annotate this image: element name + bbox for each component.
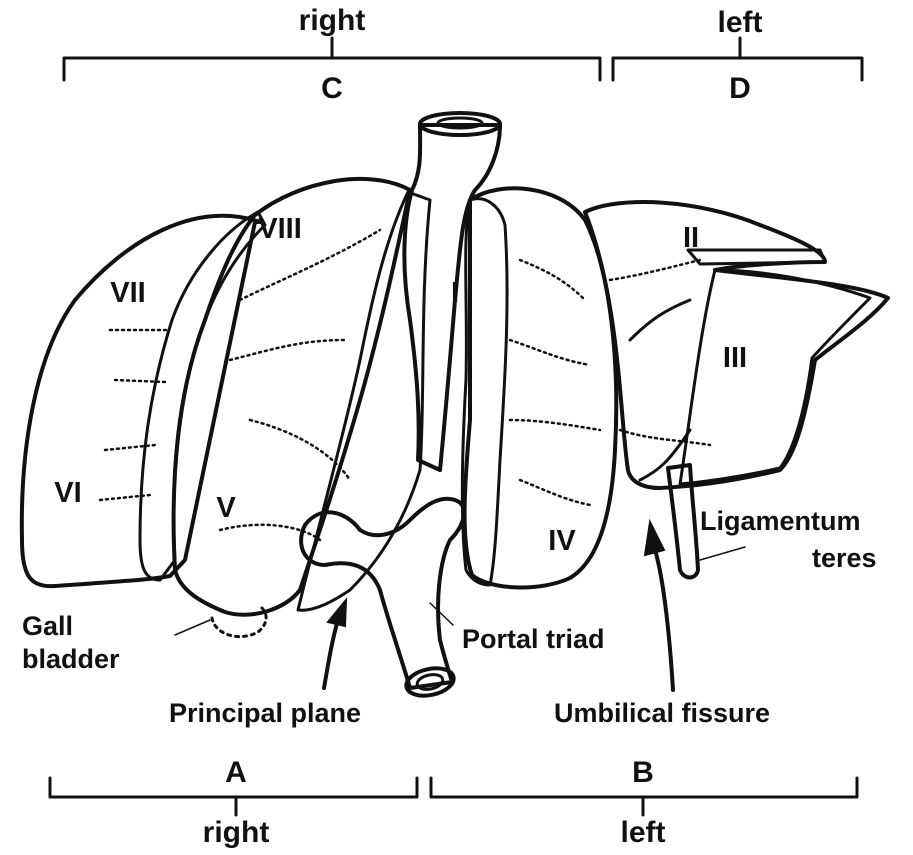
ligamentum-teres-leader: [700, 547, 745, 560]
segment-label-ii: II: [683, 222, 699, 254]
principal-plane-label: Principal plane: [169, 698, 361, 728]
segment-label-iv: IV: [548, 525, 576, 557]
segment-ii-ligament-strip: [688, 250, 825, 264]
bracket-b-side-label: left: [621, 816, 666, 849]
segment-label-iii: III: [723, 342, 747, 374]
segment-label-viii: VIII: [258, 213, 302, 245]
umbilical-fissure-label: Umbilical fissure: [554, 698, 770, 728]
bracket-a-letter: A: [225, 756, 247, 789]
segment-label-vii: VII: [110, 277, 145, 309]
bracket-d-letter: D: [729, 72, 751, 105]
ligamentum-teres-label-line1: Ligamentum: [700, 506, 861, 536]
gall-bladder-label-line1: Gall: [22, 611, 73, 641]
segment-label-vi: VI: [54, 477, 81, 509]
portal-triad-leader: [430, 603, 453, 625]
portal-triad-label: Portal triad: [462, 624, 605, 654]
ligamentum-teres-label-line2: teres: [812, 543, 877, 573]
cut-face-principal-plane: [298, 192, 430, 610]
bracket-b-letter: B: [632, 756, 654, 789]
gall-bladder-leader: [175, 620, 210, 635]
bracket-c-side-label: right: [299, 4, 366, 37]
gall-bladder-label-line2: bladder: [22, 644, 120, 674]
portal-vein: [301, 499, 464, 688]
bracket-d-side-label: left: [718, 6, 763, 39]
bracket-a-side-label: right: [203, 816, 270, 849]
bracket-c-letter: C: [321, 72, 343, 105]
umbilical-fissure-arrow: [645, 522, 673, 690]
principal-plane-arrow: [324, 600, 346, 688]
segment-label-i: I: [451, 277, 459, 309]
segment-iii-face: [680, 270, 870, 484]
segment-iv-block: [465, 188, 617, 587]
liver-illustration: [22, 113, 888, 700]
segment-label-v: V: [216, 492, 236, 524]
